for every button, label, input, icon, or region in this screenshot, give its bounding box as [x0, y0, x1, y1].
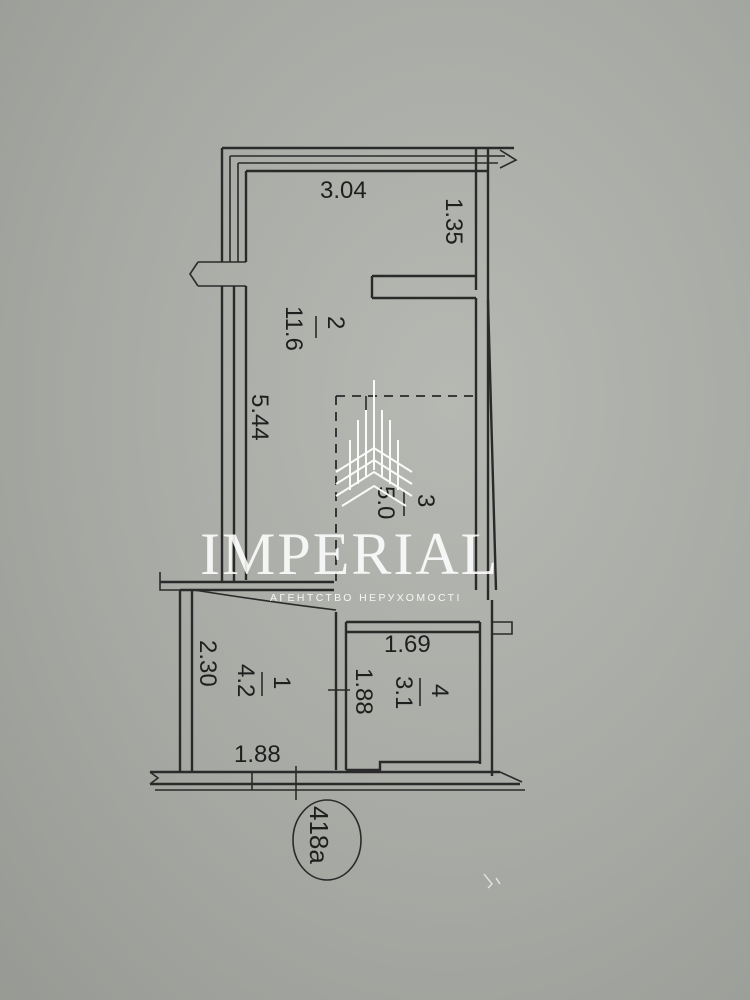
- bathroom-outline: [335, 395, 476, 586]
- watermark-subtitle: АГЕНТСТВО НЕРУХОМОСТІ: [270, 592, 462, 604]
- watermark: IMPERIAL АГЕНТСТВО НЕРУХОМОСТІ: [200, 380, 499, 604]
- dim-room4-height: 1.88: [350, 668, 377, 715]
- dim-room1-height: 2.30: [194, 640, 221, 687]
- lower-walls: [149, 572, 525, 800]
- room3-area: 5.0: [372, 486, 399, 519]
- dim-left-height: 5.44: [246, 394, 273, 441]
- room2-number: 2: [322, 316, 349, 329]
- dim-room1-width: 1.88: [234, 741, 281, 768]
- unit-number: 418a: [304, 806, 334, 864]
- outer-walls: [189, 146, 518, 600]
- room4-area: 3.1: [390, 676, 417, 709]
- building-logo-icon: [335, 380, 413, 507]
- dim-room4-width: 1.69: [384, 631, 431, 658]
- room1-area: 4.2: [232, 664, 259, 697]
- scribble-mark: [483, 873, 501, 889]
- watermark-name: IMPERIAL: [200, 521, 499, 587]
- unit-number-circle: [292, 799, 362, 881]
- room3-number: 3: [412, 494, 439, 507]
- room1-number: 1: [268, 676, 295, 689]
- room4-number: 4: [426, 684, 453, 697]
- dim-right-top: 1.35: [440, 198, 467, 245]
- dim-top-width: 3.04: [320, 177, 367, 204]
- room2-area: 11.6: [280, 306, 307, 351]
